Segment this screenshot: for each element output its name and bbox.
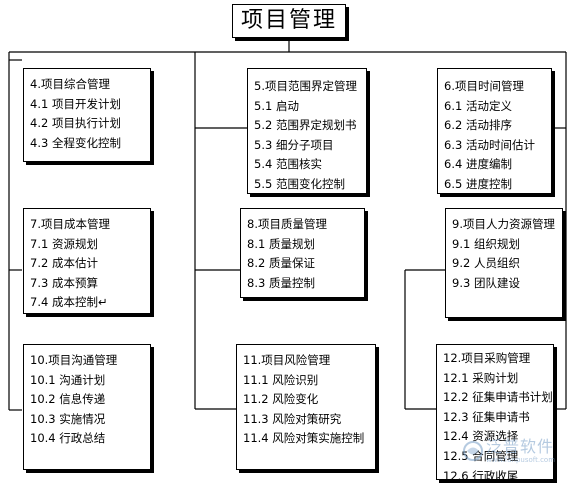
box-item: 6.3 活动时间估计 [444,137,535,152]
box-item: 11.1 风险识别 [243,372,319,387]
box-item: 6.1 活动定义 [444,98,512,113]
box-item: 11.2 风险变化 [243,392,319,407]
box-item: 7.3 成本预算 [30,275,98,290]
box-item: 12.3 征集申请书 [443,409,530,424]
box-quality-management: 8.项目质量管理 8.1 质量规划 8.2 质量保证 8.3 质量控制 [240,208,365,298]
box-item: 6.4 进度编制 [444,157,512,172]
box-integration-management: 4.项目综合管理 4.1 项目开发计划 4.2 项目执行计划 4.3 全程变化控… [23,68,151,162]
box-item: 5.3 细分子项目 [254,137,334,152]
box-item: 4.1 项目开发计划 [30,96,121,111]
box-time-management: 6.项目时间管理 6.1 活动定义 6.2 活动排序 6.3 活动时间估计 6.… [437,68,552,194]
box-heading: 7.项目成本管理 [30,217,110,231]
box-item: 12.6 行政收尾 [443,468,519,483]
box-item: 6.2 活动排序 [444,118,512,133]
watermark-name: 泛普软件 [486,437,555,456]
box-item: 6.5 进度控制 [444,176,512,191]
box-item: 11.3 风险对策研究 [243,411,342,426]
box-heading: 11.项目风险管理 [243,353,331,367]
box-item: 5.5 范围变化控制 [254,176,345,191]
box-heading: 12.项目采购管理 [443,351,531,365]
box-heading: 4.项目综合管理 [30,77,110,91]
box-scope-management: 5.项目范围界定管理 5.1 启动 5.2 范围界定规划书 5.3 细分子项目 … [247,68,367,194]
box-item: 9.3 团队建设 [452,275,520,290]
box-item: 8.2 质量保证 [247,256,315,271]
box-heading: 9.项目人力资源管理 [452,217,555,231]
box-item: 12.1 采购计划 [443,370,519,385]
box-item: 4.2 项目执行计划 [30,116,121,131]
box-item: 8.3 质量控制 [247,275,315,290]
box-communication-management: 10.项目沟通管理 10.1 沟通计划 10.2 信息传递 10.3 实施情况 … [23,344,151,470]
box-item: 10.4 行政总结 [30,431,106,446]
box-item: 12.4 资源选择 [443,429,519,444]
box-item: 5.2 范围界定规划书 [254,118,357,133]
box-item: 10.2 信息传递 [30,392,106,407]
box-item: 9.2 人员组织 [452,256,520,271]
box-risk-management: 11.项目风险管理 11.1 风险识别 11.2 风险变化 11.3 风险对策研… [236,344,376,470]
box-item: 5.1 启动 [254,98,299,113]
box-heading: 10.项目沟通管理 [30,353,118,367]
box-item: 5.4 范围核实 [254,157,322,172]
diagram-title: 项目管理 [232,4,346,38]
box-human-resource-management: 9.项目人力资源管理 9.1 组织规划 9.2 人员组织 9.3 团队建设 [445,208,563,318]
logo-icon [463,441,483,461]
box-item: 12.2 征集申请书计划 [443,390,553,405]
box-item: 11.4 风险对策实施控制 [243,431,365,446]
box-item: 10.3 实施情况 [30,411,106,426]
box-item: 7.4 成本控制↵ [30,295,108,310]
box-item: 7.2 成本估计 [30,256,98,271]
box-item: 7.1 资源规划 [30,236,98,251]
box-cost-management: 7.项目成本管理 7.1 资源规划 7.2 成本估计 7.3 成本预算 7.4 … [23,208,151,314]
box-item: 9.1 组织规划 [452,236,520,251]
box-heading: 5.项目范围界定管理 [254,79,357,93]
box-heading: 8.项目质量管理 [247,217,327,231]
box-heading: 6.项目时间管理 [444,79,524,93]
box-item: 10.1 沟通计划 [30,372,106,387]
box-item: 4.3 全程变化控制 [30,135,121,150]
watermark-url: www.fanpusoft.com [486,456,556,464]
watermark: 泛普软件 www.fanpusoft.com [462,438,555,464]
box-item: 8.1 质量规划 [247,236,315,251]
